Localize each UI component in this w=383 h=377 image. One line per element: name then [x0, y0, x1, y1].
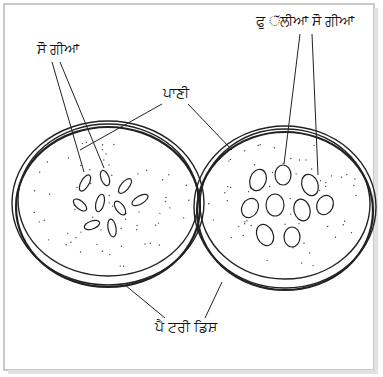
leader-lines [52, 34, 318, 318]
water-speckles [34, 142, 357, 267]
frame [4, 4, 374, 370]
dish-base [16, 127, 200, 287]
dish-label: ਪੈ ਟਰੀ ਡਿਸ਼ [153, 320, 220, 335]
raisins-small [71, 169, 149, 237]
frame-shadow [8, 370, 378, 374]
water-label: ਪਾਣੀ [161, 86, 191, 101]
dish-rim-inner [18, 124, 198, 276]
raisins-swollen [238, 165, 336, 248]
dish-rim [194, 126, 376, 288]
raisin-label: ਫੁ ੱਲੀਆਂ ਸੌ ਗੀਆਂ [254, 14, 357, 29]
raisin-label: ਸੌ ਗੀਆਂ [35, 42, 81, 57]
